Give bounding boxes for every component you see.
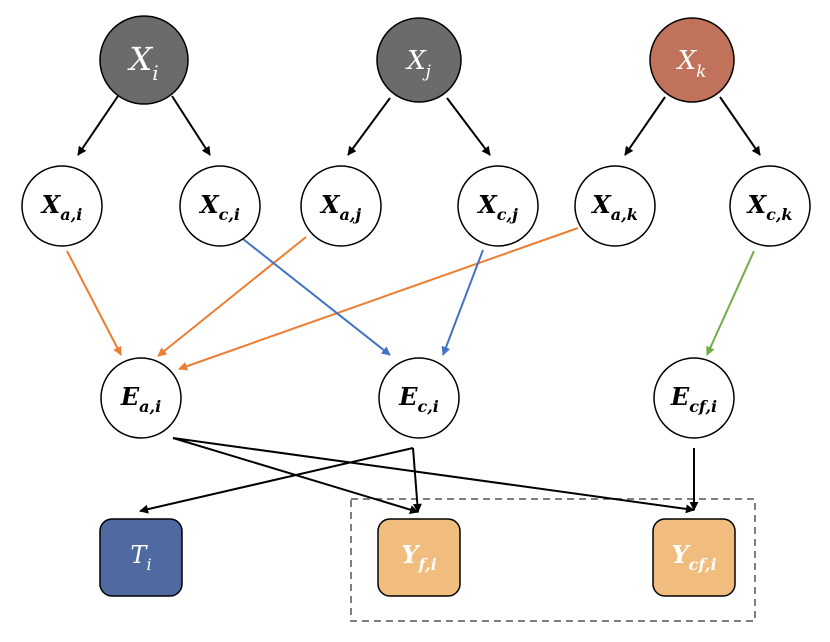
svg-text:Ecf,i: Ecf,i bbox=[670, 382, 717, 416]
edge-xai-eai bbox=[66, 250, 122, 356]
node-eai: Ea,i bbox=[100, 357, 182, 439]
node-yfi: Yf,i bbox=[377, 518, 461, 597]
svg-text:Ycf,i: Ycf,i bbox=[671, 540, 716, 574]
svg-text:Xc,j: Xc,j bbox=[476, 190, 518, 224]
edge-xci-eci bbox=[242, 238, 391, 356]
edges-middle bbox=[66, 227, 755, 371]
edge-eci-yfi bbox=[412, 447, 422, 513]
edge-eai-ycfi bbox=[172, 437, 695, 514]
edge-xi-xci bbox=[171, 95, 211, 156]
node-xj: Xj bbox=[376, 17, 462, 103]
edge-xcj-eci bbox=[441, 249, 484, 356]
node-ecfi: Ecf,i bbox=[653, 357, 735, 439]
node-xaj: Xa,j bbox=[300, 165, 382, 247]
svg-text:Xk: Xk bbox=[676, 46, 707, 82]
edge-xck-ecfi bbox=[706, 250, 755, 356]
edges-top bbox=[77, 95, 761, 156]
edge-xj-xcj bbox=[446, 97, 491, 156]
node-eci: Ec,i bbox=[378, 357, 460, 439]
svg-text:Xi: Xi bbox=[126, 40, 158, 85]
svg-text:Xc,i: Xc,i bbox=[198, 190, 240, 224]
node-ti: Ti bbox=[99, 518, 183, 597]
svg-text:Xc,k: Xc,k bbox=[745, 190, 792, 224]
svg-text:Ti: Ti bbox=[130, 541, 151, 574]
node-xci: Xc,i bbox=[179, 165, 261, 247]
svg-text:Xj: Xj bbox=[405, 46, 432, 82]
svg-text:Ea,i: Ea,i bbox=[120, 382, 161, 416]
node-ycfi: Ycf,i bbox=[652, 518, 736, 597]
node-xai: Xa,i bbox=[21, 165, 103, 247]
svg-text:Yf,i: Yf,i bbox=[401, 540, 436, 574]
edges-bottom bbox=[139, 437, 699, 514]
svg-text:Ec,i: Ec,i bbox=[398, 382, 439, 416]
svg-text:Xa,k: Xa,k bbox=[590, 190, 638, 224]
node-xak: Xa,k bbox=[574, 165, 656, 247]
edge-xk-xck bbox=[719, 96, 761, 156]
edge-eci-ti bbox=[139, 447, 414, 514]
edge-xj-xaj bbox=[347, 97, 391, 156]
node-xck: Xc,k bbox=[729, 165, 811, 247]
edge-xaj-eai bbox=[157, 236, 307, 357]
edge-xk-xak bbox=[624, 96, 666, 156]
outcome-group-box bbox=[350, 498, 756, 622]
edge-xi-xai bbox=[77, 95, 119, 156]
node-xi: Xi bbox=[99, 15, 189, 105]
svg-text:Xa,i: Xa,i bbox=[40, 190, 83, 224]
node-xcj: Xc,j bbox=[457, 165, 539, 247]
node-xk: Xk bbox=[649, 17, 735, 103]
svg-text:Xa,j: Xa,j bbox=[319, 190, 362, 224]
edge-xak-eai bbox=[178, 227, 579, 371]
